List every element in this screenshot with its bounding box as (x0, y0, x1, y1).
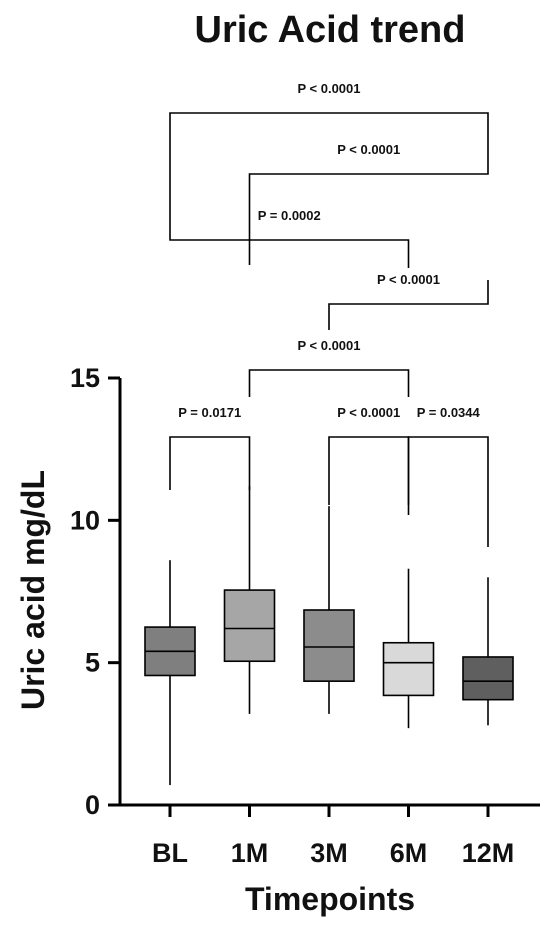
x-tick-label: 3M (310, 838, 348, 868)
x-axis-title: Timepoints (245, 881, 415, 917)
x-axis: BL 1M 3M 6M 12M (118, 803, 540, 868)
box-bl (144, 560, 196, 786)
y-tick-label: 0 (85, 790, 100, 820)
p-value-label: P = 0.0002 (258, 208, 321, 223)
box-6m (382, 568, 435, 729)
box-iqr (382, 641, 435, 697)
p-value-label: P < 0.0001 (377, 272, 440, 287)
bracket-line (248, 369, 410, 397)
bracket-bl-12m: P < 0.0001 (169, 81, 489, 215)
x-tick-label: 1M (231, 838, 269, 868)
bracket-line (169, 215, 410, 268)
y-tick-label: 10 (70, 505, 100, 535)
bracket-3m-6m: P < 0.0001 (328, 405, 410, 505)
y-tick-label: 5 (85, 648, 100, 678)
y-axis-title: Uric acid mg/dL (15, 470, 51, 710)
p-value-label: P = 0.0171 (178, 405, 241, 420)
significance-brackets: P < 0.0001 P < 0.0001 P = 0.0002 P < 0.0001… (169, 81, 489, 547)
p-value-label: P < 0.0001 (337, 405, 400, 420)
chart-title: Uric Acid trend (195, 9, 466, 51)
y-tick-label: 15 (70, 363, 100, 393)
y-axis: 0 5 10 15 (70, 363, 122, 820)
box-iqr (303, 609, 355, 682)
x-tick-label: 12M (462, 838, 515, 868)
box-1m (223, 486, 276, 714)
p-value-label: P < 0.0001 (297, 338, 360, 353)
box-iqr (223, 589, 276, 663)
bracket-bl-6m: P = 0.0002 (169, 208, 410, 268)
bracket-6m-12m: P = 0.0344 (407, 405, 489, 547)
bracket-line (169, 436, 251, 490)
bracket-line (169, 112, 489, 215)
bracket-bl-1m: P = 0.0171 (169, 405, 251, 490)
bracket-line (328, 280, 489, 330)
p-value-label: P = 0.0344 (417, 405, 481, 420)
x-tick-label: 6M (390, 838, 428, 868)
p-value-label: P < 0.0001 (337, 142, 400, 157)
box-3m (303, 506, 355, 714)
box-iqr (462, 656, 514, 701)
box-plots (144, 486, 514, 786)
bracket-1m-6m: P < 0.0001 (248, 338, 410, 397)
bracket-line (328, 436, 410, 505)
box-12m (462, 577, 514, 726)
bracket-3m-12m: P < 0.0001 (328, 272, 489, 330)
bracket-1m-12m: P < 0.0001 (248, 142, 489, 265)
bracket-line (248, 150, 489, 265)
p-value-label: P < 0.0001 (297, 81, 360, 96)
bracket-line (407, 436, 489, 547)
x-tick-label: BL (152, 838, 188, 868)
